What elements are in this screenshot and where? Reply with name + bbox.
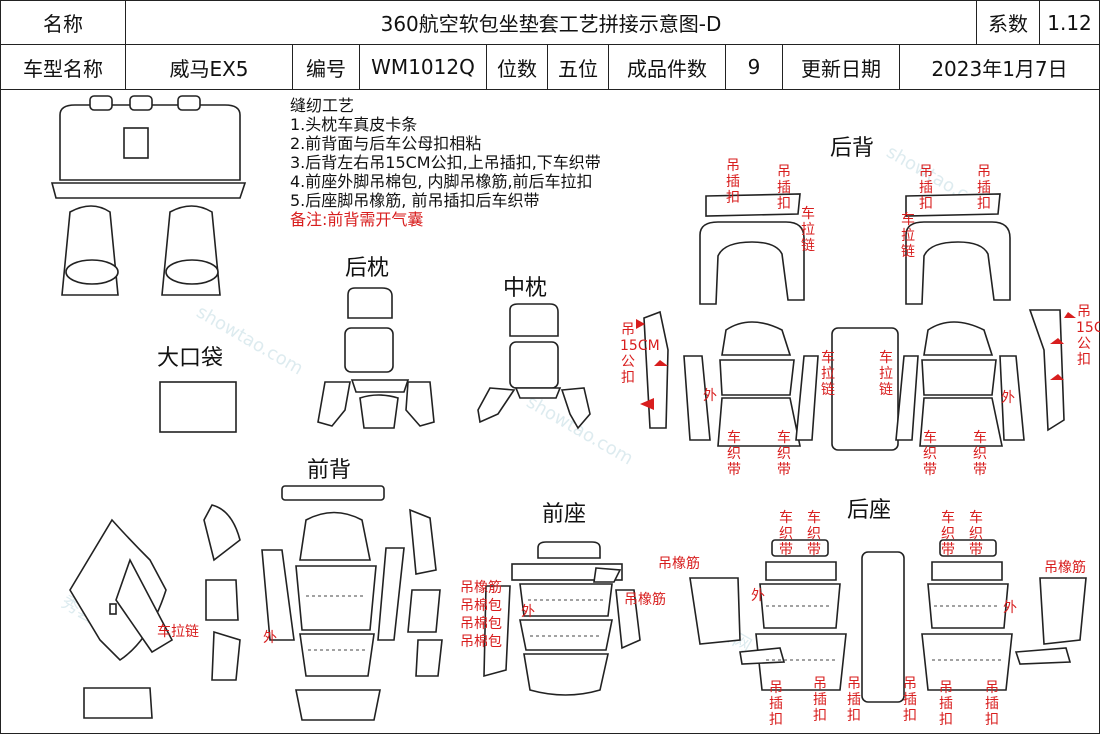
big-pocket-piece xyxy=(159,381,237,433)
notes-title: 缝纫工艺 xyxy=(290,96,355,115)
rear-back-pieces xyxy=(636,193,1076,451)
rear-pillow-pieces xyxy=(317,287,435,429)
zipper-label: 车拉链 xyxy=(821,350,835,398)
pieces-label: 成品件数 xyxy=(608,44,726,90)
webbing-label: 车织带 xyxy=(923,430,937,478)
section-title-big-pocket: 大口袋 xyxy=(157,346,224,371)
zipper-label: 车拉链 xyxy=(879,350,893,398)
cotton-label: 吊棉包 xyxy=(460,634,502,650)
outer-label: 外 xyxy=(703,388,717,404)
seat-overview-icon xyxy=(50,95,247,296)
note-item: 1.头枕车真皮卡条 xyxy=(290,115,418,134)
cotton-label: 吊棉包 xyxy=(460,616,502,632)
note-item: 4.前座外脚吊棉包, 内脚吊橡筋,前后车拉扣 xyxy=(290,172,593,191)
section-title-rear-back: 后背 xyxy=(830,136,875,161)
section-title-rear-seat: 后座 xyxy=(847,498,892,523)
note-item: 3.后背左右吊15CM公扣,上吊插扣,下车织带 xyxy=(290,153,601,172)
outer-label: 外 xyxy=(1003,600,1017,616)
webbing-label: 车织带 xyxy=(779,510,793,558)
hang-insert-label: 吊插扣 xyxy=(726,158,740,206)
zipper-label: 车拉链 xyxy=(801,206,815,254)
hang-insert-label: 吊插扣 xyxy=(847,676,861,724)
outer-label: 外 xyxy=(521,604,535,620)
webbing-label: 车织带 xyxy=(969,510,983,558)
elastic-label: 吊橡筋 xyxy=(1044,560,1086,576)
update-label: 更新日期 xyxy=(782,44,900,90)
outer-label: 外 xyxy=(263,630,277,646)
webbing-label: 车织带 xyxy=(777,430,791,478)
mid-pillow-pieces xyxy=(477,303,591,430)
webbing-label: 车织带 xyxy=(727,430,741,478)
coef-label: 系数 xyxy=(976,0,1040,45)
webbing-label: 车织带 xyxy=(941,510,955,558)
section-title-front-seat: 前座 xyxy=(542,502,587,527)
section-title-rear-pillow: 后枕 xyxy=(345,256,390,281)
section-title-front-back: 前背 xyxy=(307,458,352,483)
hang-15cm-label: 吊15CM公扣 xyxy=(620,322,660,386)
code-value: WM1012Q xyxy=(359,44,487,90)
elastic-label: 吊橡筋 xyxy=(460,580,502,596)
elastic-label: 吊橡筋 xyxy=(624,592,666,608)
note-item: 5.后座脚吊橡筋, 前吊插扣后车织带 xyxy=(290,191,540,210)
zipper-label: 车拉链 xyxy=(901,212,915,260)
front-zip-label: 车拉链 xyxy=(157,624,199,640)
hang-insert-label: 吊插扣 xyxy=(985,680,999,728)
front-seat-pieces xyxy=(483,541,641,696)
webbing-label: 车织带 xyxy=(973,430,987,478)
hang-insert-label: 吊插扣 xyxy=(903,676,917,724)
hang-insert-label: 吊插扣 xyxy=(813,676,827,724)
hang-insert-label: 吊插扣 xyxy=(939,680,953,728)
hang-insert-label: 吊插扣 xyxy=(919,164,933,212)
car-label: 车型名称 xyxy=(0,44,126,90)
front-back-pieces xyxy=(69,485,443,721)
hang-15cm-label: 吊15CM公扣 xyxy=(1076,304,1100,368)
outer-label: 外 xyxy=(751,588,765,604)
note-remark: 备注:前背需开气囊 xyxy=(290,210,424,229)
note-item: 2.前背面与后车公母扣相粘 xyxy=(290,134,482,153)
car-value: 威马EX5 xyxy=(125,44,293,90)
hang-insert-label: 吊插扣 xyxy=(769,680,783,728)
outer-label: 外 xyxy=(1001,390,1015,406)
hang-insert-label: 吊插扣 xyxy=(977,164,991,212)
cotton-label: 吊棉包 xyxy=(460,598,502,614)
seats-label: 位数 xyxy=(486,44,548,90)
section-title-mid-pillow: 中枕 xyxy=(503,276,548,301)
webbing-label: 车织带 xyxy=(807,510,821,558)
update-value: 2023年1月7日 xyxy=(899,44,1100,90)
rear-seat-pieces xyxy=(689,539,1087,703)
hang-insert-label: 吊插扣 xyxy=(777,164,791,212)
elastic-label: 吊橡筋 xyxy=(658,556,700,572)
